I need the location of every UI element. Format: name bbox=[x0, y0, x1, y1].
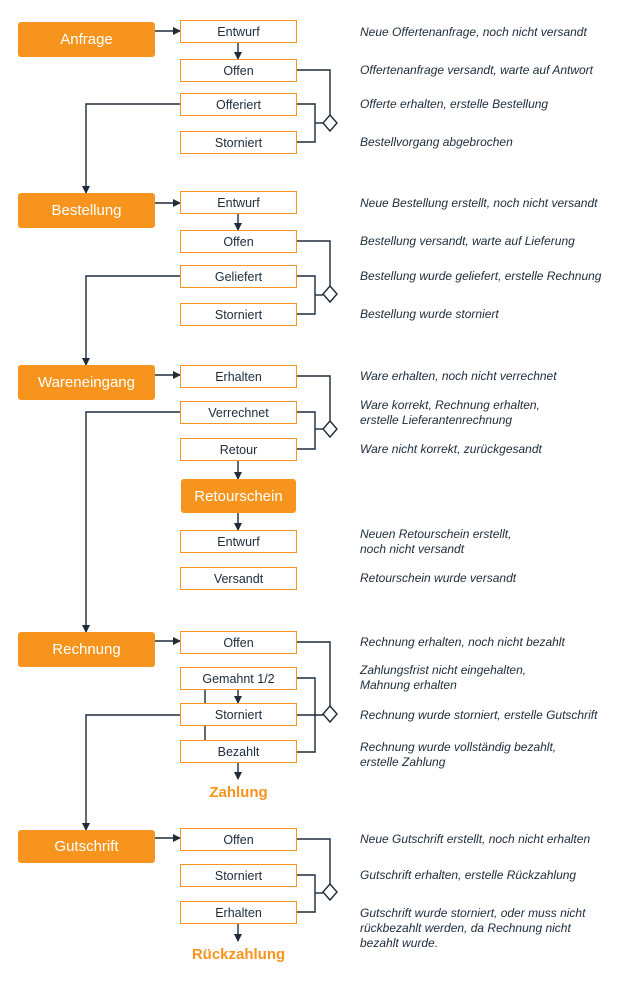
stage-anfrage: Anfrage bbox=[18, 22, 155, 57]
status-anfrage-offen: Offen bbox=[180, 59, 297, 82]
stage-bestellung: Bestellung bbox=[18, 193, 155, 228]
desc-rechnung-gemahnt-2: Mahnung erhalten bbox=[360, 678, 457, 692]
status-rechnung-offen: Offen bbox=[180, 631, 297, 654]
status-bestellung-geliefert: Geliefert bbox=[180, 265, 297, 288]
desc-gutschrift-erhalten-1: Gutschrift wurde storniert, oder muss ni… bbox=[360, 906, 586, 920]
desc-gutschrift-erhalten-2: rückbezahlt werden, da Rechnung nicht bbox=[360, 921, 571, 935]
terminal-rueckzahlung: Rückzahlung bbox=[191, 946, 286, 963]
desc-rechnung-bezahlt-2: erstelle Zahlung bbox=[360, 755, 446, 769]
desc-anfrage-storniert: Bestellvorgang abgebrochen bbox=[360, 135, 513, 149]
status-anfrage-entwurf: Entwurf bbox=[180, 20, 297, 43]
desc-gutschrift-storniert: Gutschrift erhalten, erstelle Rückzahlun… bbox=[360, 868, 577, 882]
status-gutschrift-offen: Offen bbox=[180, 828, 297, 851]
status-rechnung-bezahlt: Bezahlt bbox=[180, 740, 297, 763]
desc-wareneingang-erhalten: Ware erhalten, noch nicht verrechnet bbox=[360, 369, 557, 383]
desc-anfrage-entwurf: Neue Offertenanfrage, noch nicht versand… bbox=[360, 25, 587, 39]
status-bestellung-storniert: Storniert bbox=[180, 303, 297, 326]
desc-wareneingang-verrechnet-2: erstelle Lieferantenrechnung bbox=[360, 413, 513, 427]
desc-gutschrift-offen: Neue Gutschrift erstellt, noch nicht erh… bbox=[360, 832, 591, 846]
stage-retourschein: Retourschein bbox=[181, 479, 296, 513]
desc-rechnung-storniert: Rechnung wurde storniert, erstelle Gutsc… bbox=[360, 708, 598, 722]
status-rechnung-gemahnt: Gemahnt 1/2 bbox=[180, 667, 297, 690]
status-wareneingang-verrechnet: Verrechnet bbox=[180, 401, 297, 424]
terminal-zahlung: Zahlung bbox=[209, 784, 268, 801]
stage-gutschrift: Gutschrift bbox=[18, 830, 155, 863]
status-anfrage-offeriert: Offeriert bbox=[180, 93, 297, 116]
desc-bestellung-offen: Bestellung versandt, warte auf Lieferung bbox=[360, 234, 575, 248]
desc-retourschein-entwurf-1: Neuen Retourschein erstellt, bbox=[360, 527, 512, 541]
status-bestellung-offen: Offen bbox=[180, 230, 297, 253]
status-retourschein-entwurf: Entwurf bbox=[180, 530, 297, 553]
status-wareneingang-erhalten: Erhalten bbox=[180, 365, 297, 388]
desc-retourschein-versandt: Retourschein wurde versandt bbox=[360, 571, 517, 585]
status-anfrage-storniert: Storniert bbox=[180, 131, 297, 154]
desc-wareneingang-retour: Ware nicht korrekt, zurückgesandt bbox=[360, 442, 542, 456]
desc-anfrage-offen: Offertenanfrage versandt, warte auf Antw… bbox=[360, 63, 594, 77]
desc-anfrage-offeriert: Offerte erhalten, erstelle Bestellung bbox=[360, 97, 549, 111]
desc-rechnung-bezahlt-1: Rechnung wurde vollständig bezahlt, bbox=[360, 740, 557, 754]
stage-rechnung: Rechnung bbox=[18, 632, 155, 667]
desc-retourschein-entwurf-2: noch nicht versandt bbox=[360, 542, 465, 556]
desc-bestellung-entwurf: Neue Bestellung erstellt, noch nicht ver… bbox=[360, 196, 598, 210]
status-wareneingang-retour: Retour bbox=[180, 438, 297, 461]
desc-rechnung-offen: Rechnung erhalten, noch nicht bezahlt bbox=[360, 635, 565, 649]
status-rechnung-storniert: Storniert bbox=[180, 703, 297, 726]
stage-wareneingang: Wareneingang bbox=[18, 365, 155, 400]
status-bestellung-entwurf: Entwurf bbox=[180, 191, 297, 214]
desc-wareneingang-verrechnet-1: Ware korrekt, Rechnung erhalten, bbox=[360, 398, 540, 412]
status-retourschein-versandt: Versandt bbox=[180, 567, 297, 590]
status-gutschrift-erhalten: Erhalten bbox=[180, 901, 297, 924]
desc-gutschrift-erhalten-3: bezahlt wurde. bbox=[360, 936, 439, 950]
desc-bestellung-storniert: Bestellung wurde storniert bbox=[360, 307, 499, 321]
desc-rechnung-gemahnt-1: Zahlungsfrist nicht eingehalten, bbox=[360, 663, 527, 677]
status-gutschrift-storniert: Storniert bbox=[180, 864, 297, 887]
desc-bestellung-geliefert: Bestellung wurde geliefert, erstelle Rec… bbox=[360, 269, 602, 283]
